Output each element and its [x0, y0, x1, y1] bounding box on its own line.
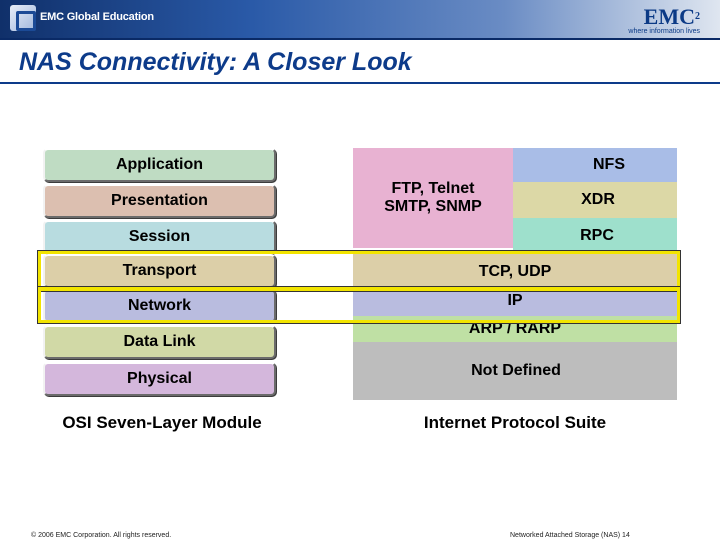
nfs-label: NFS: [593, 156, 625, 173]
network-label: IP: [507, 292, 523, 309]
app-protocols-line1: FTP, Telnet: [391, 180, 475, 197]
brand-name: EMC: [643, 4, 695, 29]
osi-layer-physical: Physical: [43, 362, 276, 396]
emc-education-logo-icon: [10, 5, 36, 31]
osi-layer-label: Data Link: [123, 333, 196, 350]
osi-layer-label: Network: [127, 297, 192, 314]
footer-copyright: © 2006 EMC Corporation. All rights reser…: [31, 532, 172, 539]
physical-label: Not Defined: [471, 362, 561, 379]
education-label: EMC Global Education: [40, 11, 154, 23]
slide-title: NAS Connectivity: A Closer Look: [19, 48, 412, 76]
osi-caption: OSI Seven-Layer Module: [62, 413, 262, 432]
osi-layer-network: Network: [43, 289, 276, 323]
osi-layer-label: Application: [115, 156, 204, 173]
tcpip-rpc: RPC: [513, 218, 677, 254]
tcpip-nfs: NFS: [513, 148, 677, 182]
app-protocols-line2: SMTP, SNMP: [384, 198, 482, 215]
osi-layer-label: Physical: [127, 370, 192, 387]
brand-superscript: 2: [695, 11, 700, 22]
tcpip-transport: TCP, UDP: [353, 254, 677, 290]
brand-tagline: where information lives: [628, 28, 700, 35]
osi-layer-application: Application: [43, 148, 276, 182]
tcpip-physical: Not Defined: [353, 342, 677, 400]
osi-layer-presentation: Presentation: [43, 184, 276, 218]
rpc-label: RPC: [580, 227, 614, 244]
emc-logo: EMC2 where information lives: [628, 6, 700, 36]
footer-page-info: Networked Attached Storage (NAS) 14: [510, 532, 630, 539]
osi-layer-data-link: Data Link: [43, 325, 276, 359]
tcpip-network: IP: [353, 290, 677, 316]
header-band: EMC Global Education EMC2 where informat…: [0, 0, 720, 40]
osi-layer-label: Transport: [122, 262, 197, 279]
title-divider: [0, 82, 720, 84]
tcpip-app-protocols: FTP, Telnet SMTP, SNMP: [353, 148, 513, 248]
osi-layer-session: Session: [43, 220, 276, 254]
tcpip-data-link: ARP / RARP: [353, 316, 677, 342]
osi-layer-label: Session: [128, 228, 191, 245]
xdr-label: XDR: [581, 191, 615, 208]
transport-label: TCP, UDP: [478, 263, 552, 280]
osi-layer-label: Presentation: [111, 192, 208, 209]
osi-layer-transport: Transport: [43, 254, 276, 288]
tcpip-caption: Internet Protocol Suite: [423, 413, 607, 432]
datalink-label: ARP / RARP: [468, 320, 562, 337]
tcpip-xdr: XDR: [513, 182, 677, 218]
